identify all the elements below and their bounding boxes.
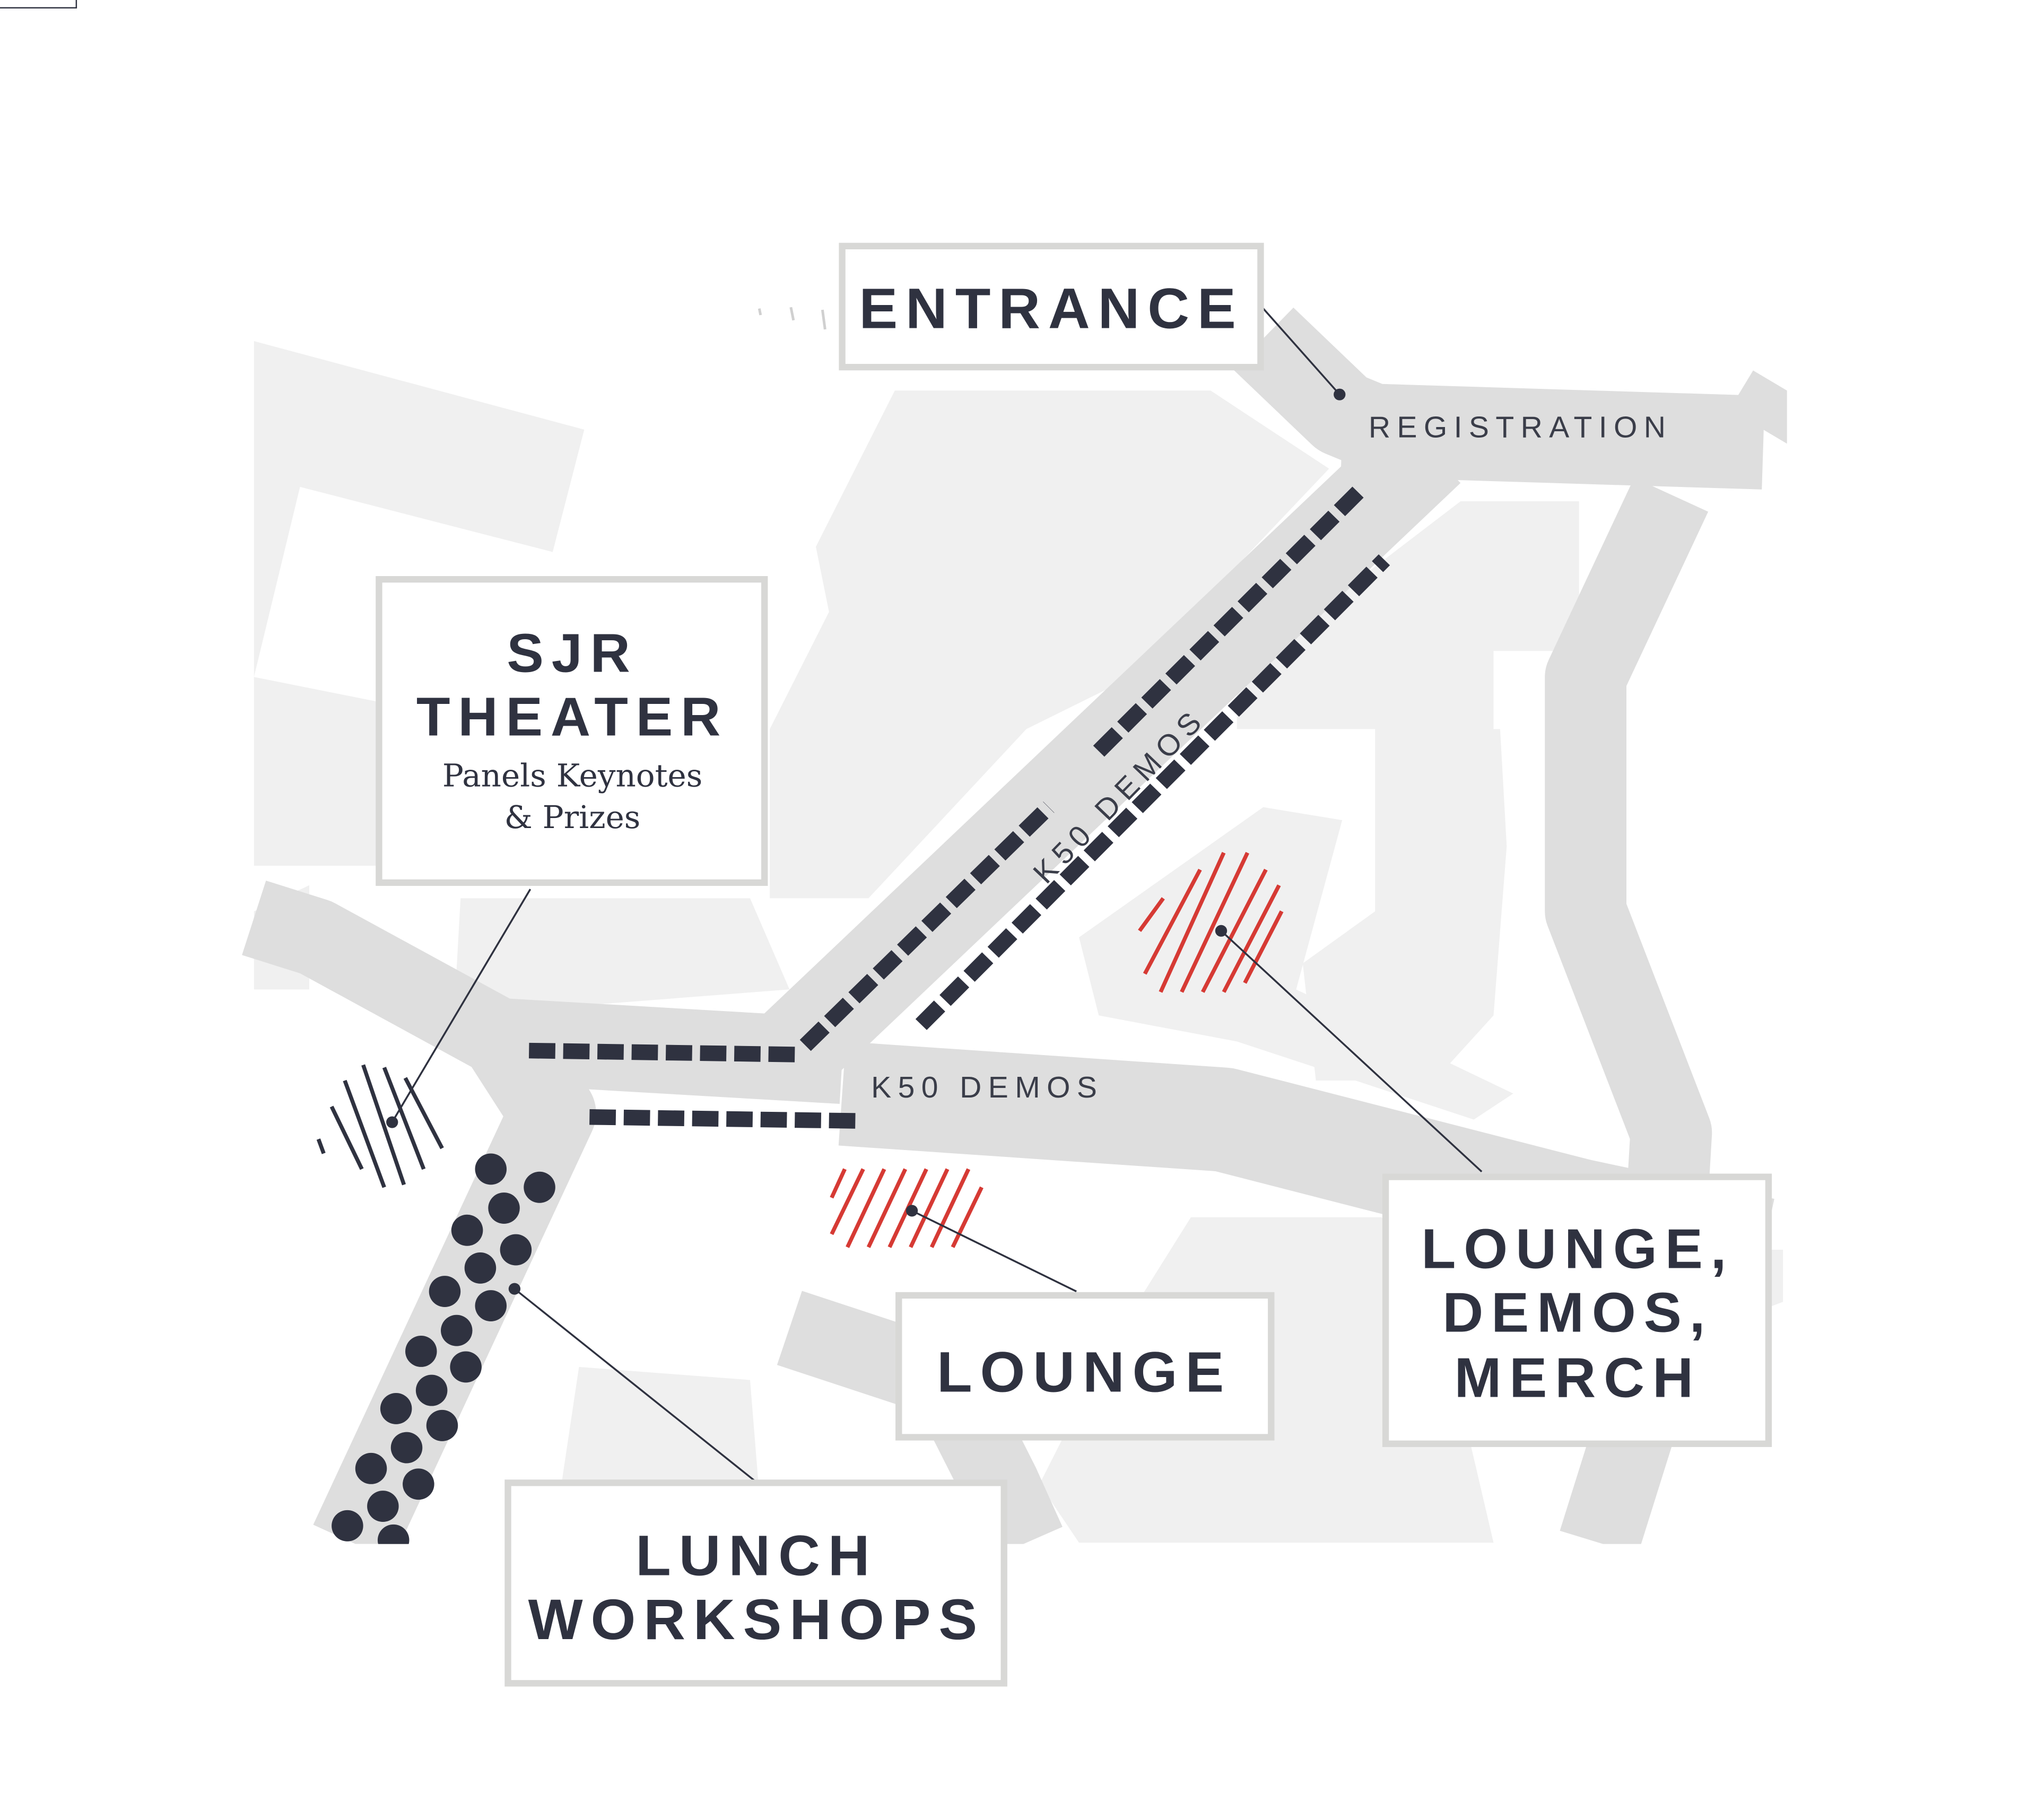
ldm-line1: LOUNGE, xyxy=(1421,1218,1734,1280)
dash-row-diagonal-upper xyxy=(799,802,1055,1051)
label-lunch-workshops[interactable]: LUNCH WORKSHOPS xyxy=(504,1479,1007,1687)
lunch-line2: WORKSHOPS xyxy=(528,1588,986,1651)
sjr-subtitle-line2: & Prizes xyxy=(504,799,641,835)
lounge-label: LOUNGE xyxy=(937,1340,1232,1404)
dot-cluster-icon xyxy=(332,1153,555,1556)
entrance-label: ENTRANCE xyxy=(859,277,1243,341)
sjr-title-line2: THEATER xyxy=(416,686,728,747)
dash-row-horizontal-upper xyxy=(528,1042,795,1063)
label-sjr-theater[interactable]: SJR THEATER Panels Keynotes & Prizes xyxy=(376,576,768,886)
entrance-ticks xyxy=(758,307,826,330)
k50-demo-markers xyxy=(528,481,1390,1129)
walkway-clip-right xyxy=(1787,338,2037,1641)
ldm-line2: DEMOS, xyxy=(1442,1282,1713,1344)
hatch-dark-icon xyxy=(316,1064,444,1188)
label-lounge[interactable]: LOUNGE xyxy=(895,1292,1275,1441)
hatch-red-icon xyxy=(830,1168,983,1248)
leader-lines xyxy=(391,308,1483,1481)
hatch-red-icon xyxy=(1138,851,1284,993)
dash-row-diagonal-upper-2 xyxy=(1093,481,1369,757)
sjr-title-line1: SJR xyxy=(507,622,638,683)
lunch-line1: LUNCH xyxy=(636,1524,877,1588)
label-entrance[interactable]: ENTRANCE xyxy=(839,242,1264,371)
sjr-subtitle-line1: Panels Keynotes xyxy=(442,757,702,794)
ldm-line3: MERCH xyxy=(1455,1347,1702,1409)
leader-dots xyxy=(386,388,1346,1295)
corner-box xyxy=(0,0,77,8)
dash-row-horizontal-lower xyxy=(589,1109,858,1129)
k50-demos-horizontal-label: K50 DEMOS xyxy=(871,1071,1103,1104)
registration-label: REGISTRATION xyxy=(1369,411,1673,445)
dot-clip xyxy=(316,1544,448,1570)
walkway-clip-bottom xyxy=(237,1544,1816,1635)
dash-row-diagonal-lower xyxy=(915,554,1390,1030)
label-lounge-demos-merch[interactable]: LOUNGE, DEMOS, MERCH xyxy=(1382,1173,1772,1447)
